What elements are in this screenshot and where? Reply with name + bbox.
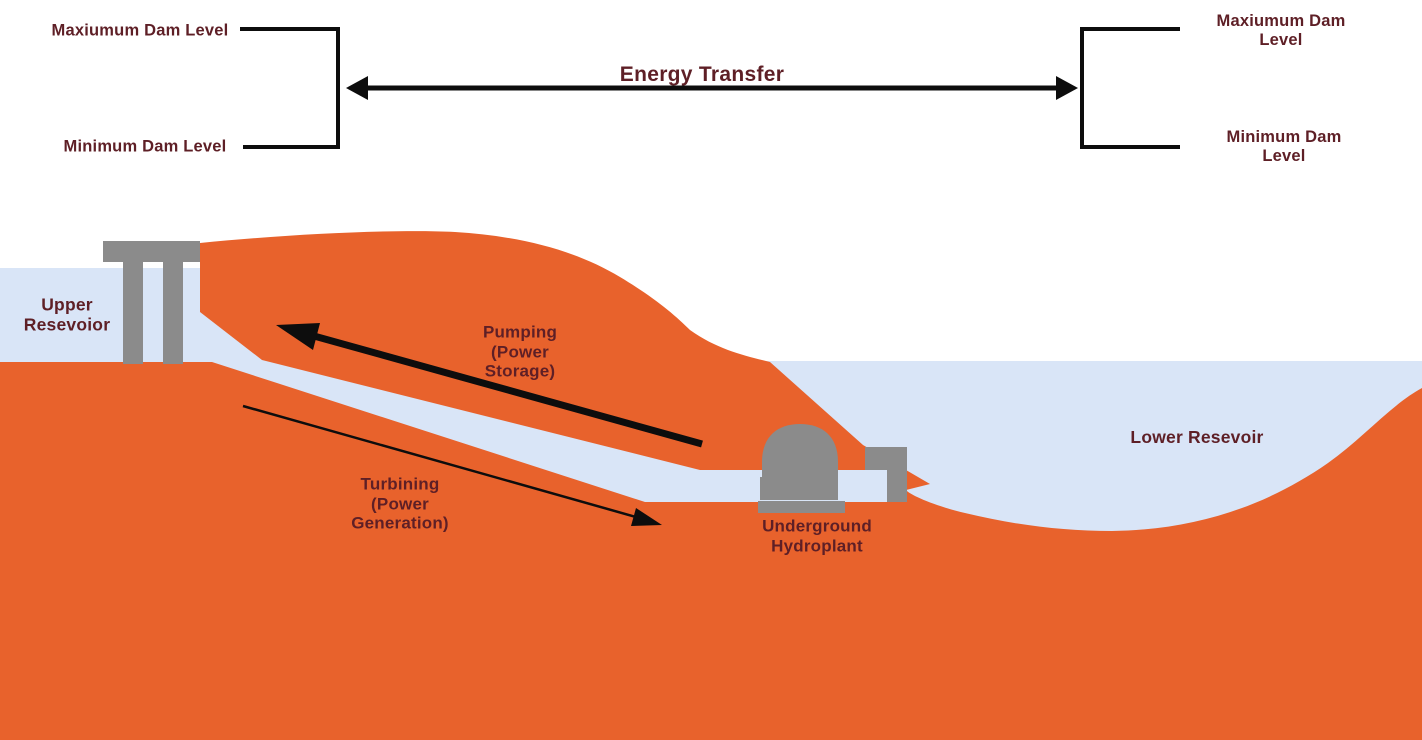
dam-pillar-left xyxy=(123,262,143,364)
turbining-label: Turbining (Power Generation) xyxy=(351,474,449,533)
energy-transfer-arrow xyxy=(346,76,1078,100)
min-dam-level-label-right: Minimum Dam Level xyxy=(1226,127,1342,165)
hydroplant-block xyxy=(865,447,907,502)
hydroplant-base xyxy=(758,501,845,513)
max-dam-level-label-left: Maxiumum Dam Level xyxy=(51,21,229,40)
lower-reservoir-label: Lower Resevoir xyxy=(1130,426,1264,447)
min-dam-level-label-left: Minimum Dam Level xyxy=(63,137,227,156)
turbining-arrow xyxy=(242,404,662,526)
max-dam-level-label-right: Maxiumum Dam Level xyxy=(1216,11,1346,49)
left-dam-level-bracket xyxy=(240,27,340,149)
hydroplant-dome xyxy=(762,424,838,500)
dam-pillar-right xyxy=(163,262,183,364)
right-dam-level-bracket xyxy=(1080,27,1180,149)
pumping-arrow xyxy=(276,323,703,448)
pumping-label: Pumping (Power Storage) xyxy=(482,322,558,381)
hydroplant-label: Underground Hydroplant xyxy=(762,516,872,555)
energy-transfer-label: Energy Transfer xyxy=(619,62,785,86)
upper-reservoir-label: Upper Resevoior xyxy=(23,294,111,335)
dam-cap xyxy=(103,241,200,262)
